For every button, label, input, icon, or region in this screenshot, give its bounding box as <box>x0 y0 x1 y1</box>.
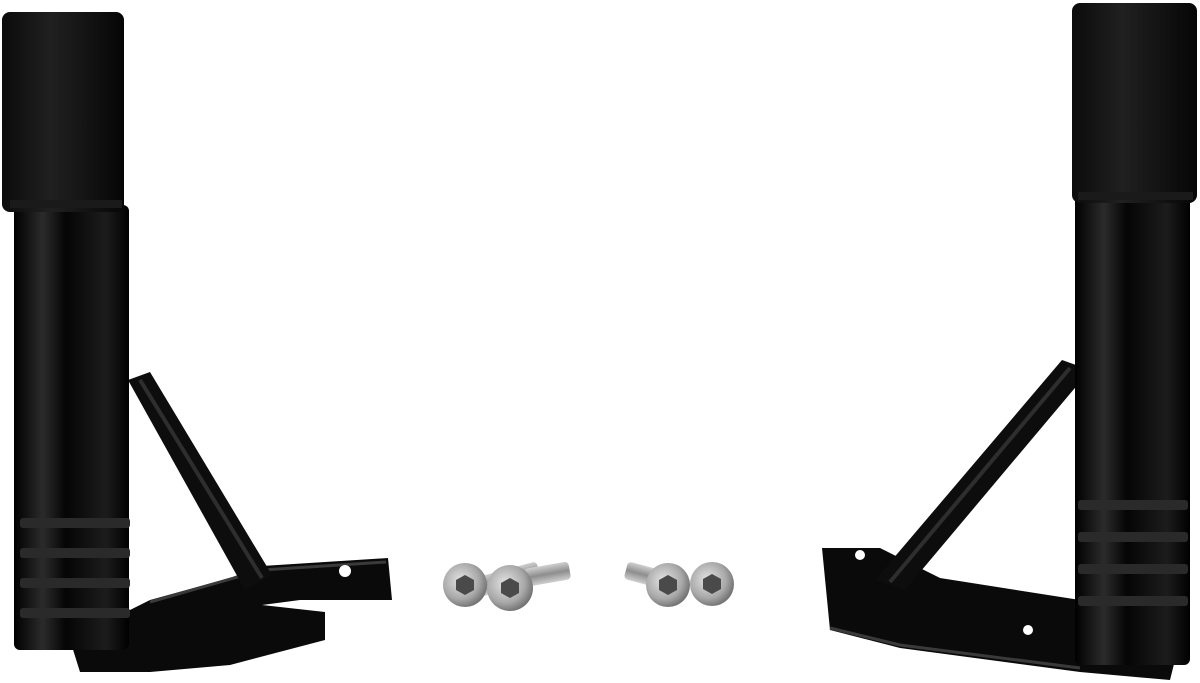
bolt <box>624 562 690 607</box>
right-tube <box>1075 195 1190 665</box>
bolt <box>690 562 734 606</box>
left-brace-highlight <box>138 378 264 580</box>
right-brace-highlight <box>888 366 1072 584</box>
right-cap-seam <box>1078 192 1193 200</box>
left-tube <box>14 205 129 650</box>
bolt-group-left <box>443 561 571 611</box>
left-mount-bracket <box>2 12 392 672</box>
left-grip-rings <box>20 518 130 618</box>
right-plate-edge-highlight <box>829 626 1081 670</box>
left-base-plate <box>70 558 392 672</box>
left-end-cap <box>2 12 124 212</box>
bolt-group-right <box>624 562 734 607</box>
right-mount-bracket <box>822 3 1197 680</box>
right-grip-rings <box>1078 500 1188 606</box>
bolt <box>487 561 571 611</box>
right-plate-hole-back <box>1023 625 1033 635</box>
right-end-cap <box>1072 3 1197 203</box>
left-cap-seam <box>10 200 122 208</box>
left-plate-hole <box>339 565 351 577</box>
right-plate-hole-front <box>855 550 865 560</box>
